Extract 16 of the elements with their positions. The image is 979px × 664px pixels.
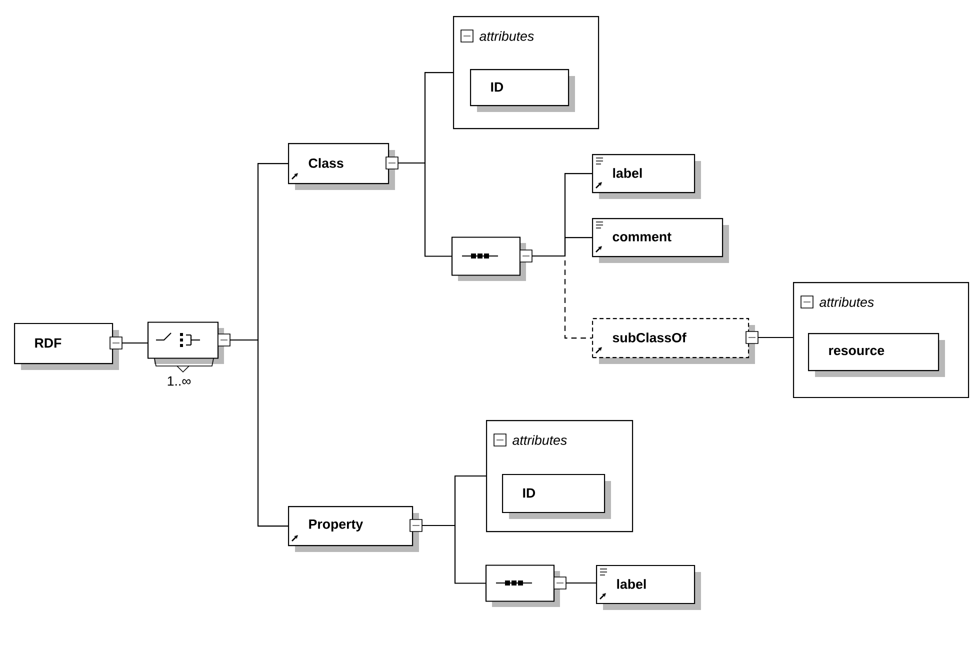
- connector-line: [422, 524, 486, 584]
- attribute-box: ID: [470, 69, 575, 112]
- connector-line: [122, 342, 148, 344]
- element-box: comment: [592, 218, 729, 263]
- connector-line: [566, 582, 596, 584]
- element-box: Property: [288, 506, 419, 552]
- element-box: subClassOf: [592, 318, 755, 364]
- connector-line: [532, 255, 592, 339]
- attribute-box: ID: [502, 474, 611, 519]
- multiplicity-label: 1..∞: [168, 376, 191, 386]
- connector-line: [230, 339, 288, 527]
- attribute-box: resource: [808, 333, 945, 377]
- connector-line: [398, 162, 452, 257]
- connector-line: [758, 336, 793, 338]
- element-box: label: [592, 154, 701, 199]
- element-box: label: [596, 565, 701, 610]
